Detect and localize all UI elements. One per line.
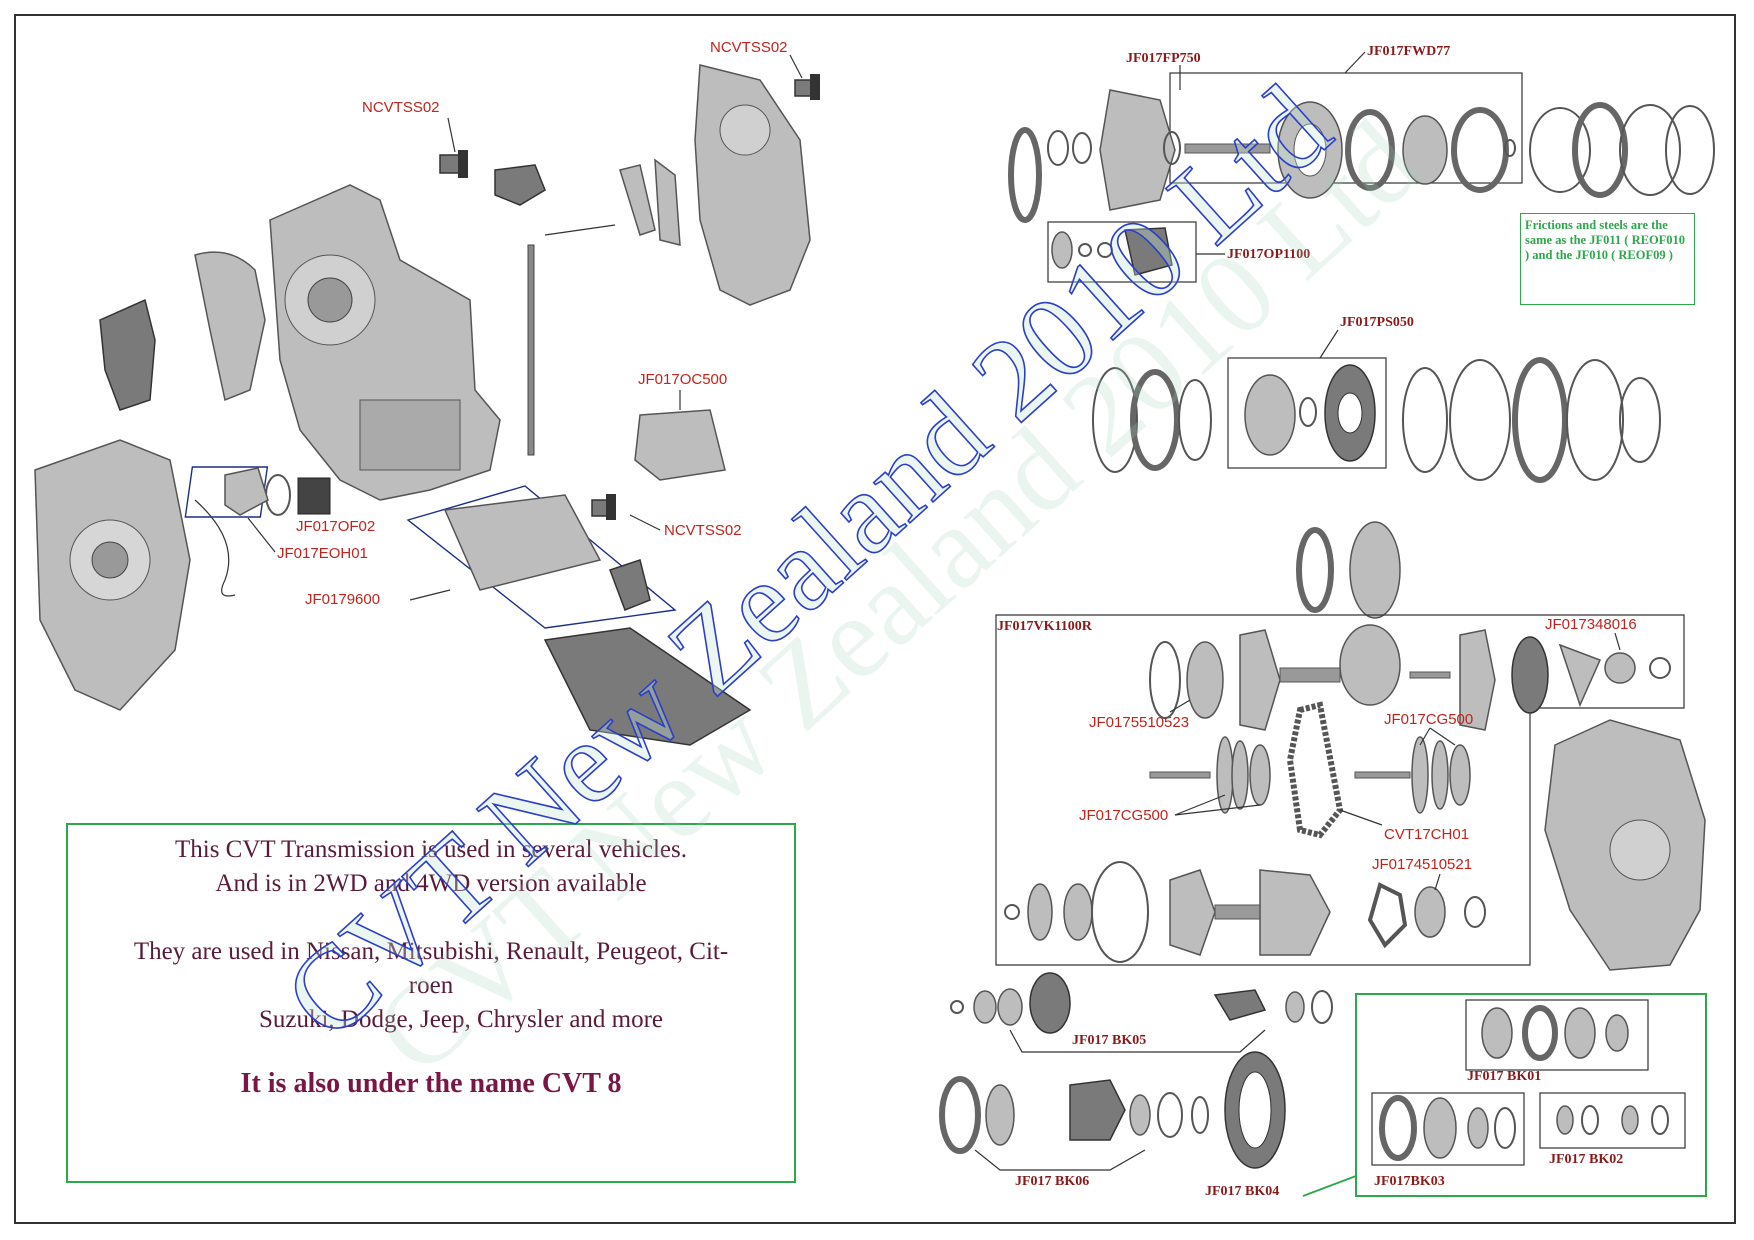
bearing-kit-bk05 <box>950 972 1333 1053</box>
leader-348016 <box>1614 632 1621 651</box>
label-jf017bk05: JF017 BK05 <box>1072 1033 1146 1048</box>
info-line-4: roen <box>408 972 454 999</box>
cooler-tube <box>194 499 236 597</box>
friction-note: Frictions and steels are the same as the… <box>1520 213 1695 305</box>
bearing-kit-bk06 <box>939 1076 1209 1171</box>
planetary-group <box>1092 357 1661 483</box>
page-frame <box>14 14 1736 1224</box>
leader-9600 <box>409 589 451 601</box>
label-jf017oc500: JF017OC500 <box>638 371 727 388</box>
label-jf017348016: JF017348016 <box>1545 616 1637 633</box>
oil-pump-group <box>1047 221 1197 283</box>
label-jf017bk03: JF017BK03 <box>1374 1174 1445 1189</box>
speed-sensor-lower <box>591 494 616 520</box>
leader-ch01 <box>1339 809 1383 826</box>
heat-shield <box>99 298 156 411</box>
manual-shaft <box>527 244 535 456</box>
bearing-kit-bk04 <box>1224 1051 1286 1169</box>
filter-housing <box>224 467 269 516</box>
info-box: This CVT Transmission is used in several… <box>66 823 796 1183</box>
leader-eoh01 <box>247 517 276 553</box>
label-jf0175510523: JF0175510523 <box>1089 714 1189 731</box>
reverse-brake-ring <box>1296 527 1334 613</box>
leader-bk04-green <box>1302 1175 1357 1197</box>
oil-cooler <box>634 409 726 481</box>
leader-ncvtss02-right <box>789 54 803 79</box>
bearing-kit-bk01 <box>1465 999 1649 1071</box>
label-jf017fwd77: JF017FWD77 <box>1367 44 1450 59</box>
manual-lever <box>654 158 681 246</box>
oil-pan <box>543 627 752 746</box>
info-line-2: And is in 2WD and 4WD version available <box>215 870 647 897</box>
variator-group <box>995 614 1685 966</box>
valve-body <box>406 485 677 629</box>
label-jf017bk04: JF017 BK04 <box>1205 1184 1279 1199</box>
bearing-kit-bk02 <box>1539 1092 1686 1149</box>
leader-cg500-right-a <box>1419 727 1431 746</box>
rear-case-cover <box>694 64 811 306</box>
label-jf017of02: JF017OF02 <box>296 518 375 535</box>
label-jf017cg500-right: JF017CG500 <box>1384 711 1473 728</box>
label-jf0174510521: JF0174510521 <box>1372 856 1472 873</box>
label-jf017op1100: JF017OP1100 <box>1227 247 1310 262</box>
leader-fwd77 <box>1344 51 1366 74</box>
speed-sensor-upper-right <box>794 74 820 100</box>
label-jf017bk06: JF017 BK06 <box>1015 1174 1089 1189</box>
label-ncvtss02-lower: NCVTSS02 <box>664 522 742 539</box>
info-line-3: They are used in Nissan, Mitsubishi, Ren… <box>133 938 729 965</box>
label-jf017vk1100r: JF017VK1100R <box>997 619 1093 634</box>
label-jf017cg500-left: JF017CG500 <box>1079 807 1168 824</box>
shift-rod <box>544 224 616 236</box>
detent-lever <box>619 164 656 236</box>
leader-5510523 <box>1169 699 1191 713</box>
label-jf017eoh01: JF017EOH01 <box>277 545 368 562</box>
info-line-5: Suzuki, Dodge, Jeep, Chrysler and more <box>258 1006 664 1033</box>
forward-clutch-group <box>1008 72 1715 223</box>
leader-cg500-left-b <box>1174 804 1261 816</box>
info-line-1: This CVT Transmission is used in several… <box>174 836 688 863</box>
label-jf0179600: JF0179600 <box>305 591 380 608</box>
speed-sensor-top <box>439 150 468 178</box>
band-cover <box>194 251 266 402</box>
label-ncvtss02-right: NCVTSS02 <box>710 39 788 56</box>
leader-cg500-left-a <box>1174 794 1226 816</box>
extension-housing-bore <box>1609 819 1671 881</box>
leader-cg500-right-b <box>1429 727 1456 746</box>
leader-ps050 <box>1319 329 1339 359</box>
connector-block <box>494 164 546 206</box>
label-jf017bk02: JF017 BK02 <box>1549 1152 1623 1167</box>
bearing-kit-bk03 <box>1371 1092 1525 1166</box>
label-jf017fp750: JF017FP750 <box>1126 51 1201 66</box>
reverse-drum <box>1349 521 1401 619</box>
label-jf017bk01: JF017 BK01 <box>1467 1069 1541 1084</box>
label-jf017ps050: JF017PS050 <box>1340 315 1414 330</box>
bell-housing <box>34 439 191 711</box>
leader-ncvtss02-top <box>447 117 456 153</box>
label-cvt17ch01: CVT17CH01 <box>1384 826 1469 843</box>
main-transmission-case <box>269 184 501 501</box>
leader-4510521 <box>1434 873 1441 891</box>
green-kit-box <box>1355 993 1707 1197</box>
label-ncvtss02-top: NCVTSS02 <box>362 99 440 116</box>
info-line-6: It is also under the name CVT 8 <box>240 1068 622 1099</box>
leader-ncvtss02-lower <box>629 514 661 531</box>
